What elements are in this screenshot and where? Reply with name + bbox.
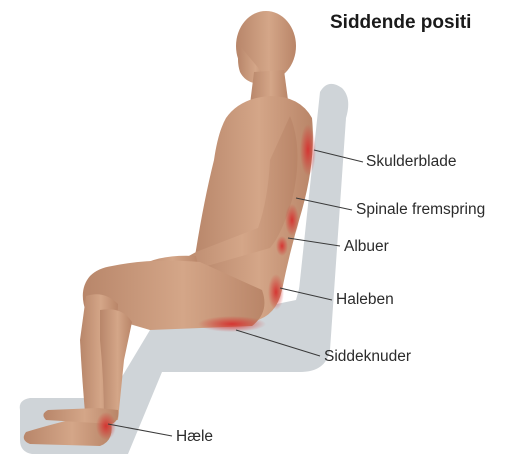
seated-figure <box>24 11 313 446</box>
diagram-title: Siddende positi <box>330 12 471 34</box>
label-albuer: Albuer <box>344 238 389 256</box>
label-spinale-fremspring: Spinale fremspring <box>356 201 485 219</box>
pressure-tailbone <box>268 274 284 310</box>
pressure-ischial <box>198 316 266 332</box>
pressure-spine <box>285 204 299 236</box>
label-siddeknuder: Siddeknuder <box>324 348 411 366</box>
label-haleben: Haleben <box>336 291 394 309</box>
pressure-elbow <box>276 236 288 256</box>
label-skulderblade: Skulderblade <box>366 153 456 171</box>
pressure-shoulder-blade <box>300 124 316 176</box>
label-haele: Hæle <box>176 428 213 446</box>
pressure-heel <box>96 412 116 440</box>
